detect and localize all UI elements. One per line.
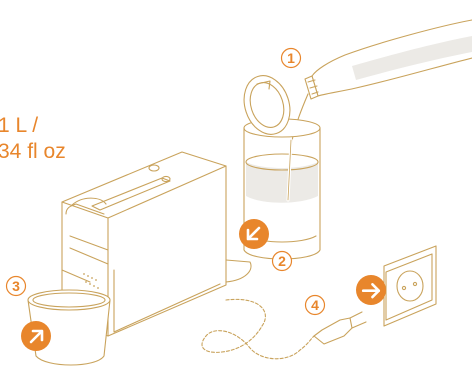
cup-place-arrow-icon [21, 321, 51, 351]
step-2-badge: 2 [273, 252, 292, 271]
power-cable [202, 299, 314, 358]
tank-insert-arrow-icon [239, 219, 269, 249]
step-4-number: 4 [311, 297, 319, 313]
plug-in-arrow-icon [356, 275, 386, 305]
power-plug [314, 312, 366, 344]
wall-socket [384, 246, 436, 326]
step-4-badge: 4 [306, 296, 325, 315]
step-3-badge: 3 [7, 277, 26, 296]
step-3-number: 3 [12, 278, 20, 294]
step-1-number: 1 [287, 50, 295, 66]
step-2-number: 2 [278, 253, 286, 269]
step-1-badge: 1 [282, 49, 301, 68]
